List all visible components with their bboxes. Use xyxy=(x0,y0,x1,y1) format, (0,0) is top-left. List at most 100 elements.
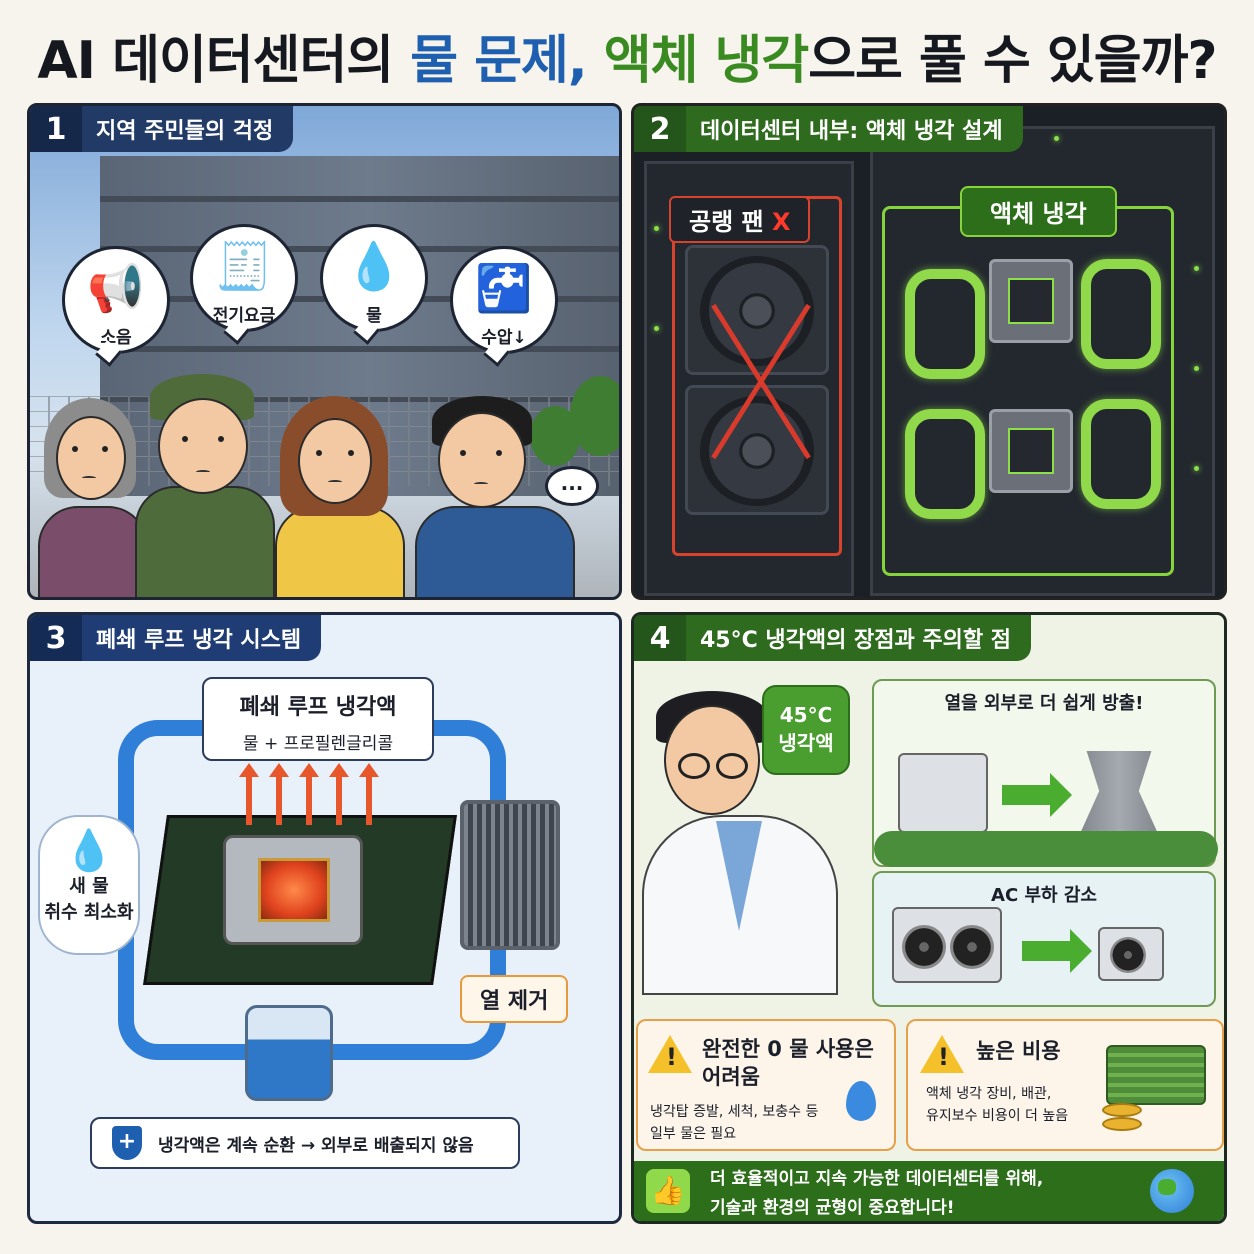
bubble-label: 소음 xyxy=(100,328,132,348)
speech-line-2: 냉각액 xyxy=(778,731,834,755)
coolant-tube xyxy=(905,409,985,519)
ac-unit-icon xyxy=(898,753,988,833)
caution-2-text-2: 유지보수 비용이 더 높음 xyxy=(926,1108,1069,1124)
close-icon: X xyxy=(771,208,791,236)
panel-2-heading: 데이터센터 내부: 액체 냉각 설계 xyxy=(700,119,1003,144)
heat-arrow-icon xyxy=(239,763,259,825)
glasses-icon xyxy=(716,753,748,779)
panel-pros-and-cautions: 4 45°C 냉각액의 장점과 주의할 점 45°C 냉각액 열을 외부로 더 … xyxy=(631,612,1227,1224)
bubble-label: 물 xyxy=(366,306,382,326)
title-part-1: AI 데이터센터의 xyxy=(37,31,411,91)
panel-3-number: 3 xyxy=(30,615,82,661)
panel-3-heading: 폐쇄 루프 냉각 시스템 xyxy=(96,628,302,653)
panel-liquid-cooling-design: 2 데이터센터 내부: 액체 냉각 설계 공랭 팬 X 액체 냉각 xyxy=(631,103,1227,600)
glasses-icon xyxy=(678,753,710,779)
panel-4-header: 4 45°C 냉각액의 장점과 주의할 점 xyxy=(634,615,1032,661)
panel-1-number: 1 xyxy=(30,106,82,152)
money-stack-icon xyxy=(1106,1045,1206,1105)
gpu-chip xyxy=(989,259,1073,343)
panel-closed-loop-system: 3 폐쇄 루프 냉각 시스템 폐쇄 루프 냉각액 물 + 프로필렌글리콜 💧 새… xyxy=(27,612,622,1224)
arrow-right-icon xyxy=(1002,773,1072,817)
coolant-tube xyxy=(1081,399,1161,509)
noise-bubble: 📢 소음 xyxy=(62,246,170,354)
liquid-cooling-label: 액체 냉각 xyxy=(960,186,1117,237)
water-intake-card: 💧 새 물 취수 최소화 xyxy=(38,815,140,955)
caution-2-text: 액체 냉각 장비, 배관, xyxy=(926,1086,1052,1102)
electric-bill-icon: 🧾 xyxy=(215,239,273,293)
cooling-tower-icon xyxy=(1081,751,1157,831)
title-highlight-water: 물 문제, xyxy=(410,31,587,91)
coin-icon xyxy=(1102,1117,1142,1131)
panel-residents-concerns: 1 지역 주민들의 걱정 📢 소음 🧾 전기요금 💧 물 🚰 수압↓ xyxy=(27,103,622,600)
panel-2-number: 2 xyxy=(634,106,686,152)
electric-bill-bubble: 🧾 전기요금 xyxy=(190,224,298,332)
caution-1-title-2: 어려움 xyxy=(702,1065,760,1089)
page-title: AI 데이터센터의 물 문제, 액체 냉각으로 풀 수 있을까? xyxy=(0,18,1254,93)
cpu-cold-plate xyxy=(223,835,363,945)
coolant-tube xyxy=(905,269,985,379)
heat-release-title: 열을 외부로 더 쉽게 방출! xyxy=(944,693,1144,714)
heat-arrow-icon xyxy=(329,763,349,825)
coolant-label: 폐쇄 루프 냉각액 물 + 프로필렌글리콜 xyxy=(202,677,434,761)
coolant-tube xyxy=(1081,259,1161,369)
warning-icon xyxy=(648,1035,692,1073)
conclusion-line-1: 더 효율적이고 지속 가능한 데이터센터를 위해, xyxy=(710,1169,1044,1189)
megaphone-icon: 📢 xyxy=(87,261,145,315)
recirculation-note-text: 냉각액은 계속 순환 → 외부로 배출되지 않음 xyxy=(158,1135,474,1156)
ac-load-card: AC 부하 감소 xyxy=(872,871,1216,1007)
panel-1-heading: 지역 주민들의 걱정 xyxy=(96,119,274,144)
caution-1-title: 완전한 0 물 사용은 xyxy=(702,1037,874,1061)
heat-arrow-icon xyxy=(359,763,379,825)
caution-2-title: 높은 비용 xyxy=(976,1039,1061,1063)
shrubs xyxy=(874,831,1218,867)
heat-removal-label: 열 제거 xyxy=(460,975,569,1023)
coolant-temp-bubble: 45°C 냉각액 xyxy=(762,685,850,775)
coin-icon xyxy=(1102,1103,1142,1117)
gpu-chip xyxy=(989,409,1073,493)
caution-high-cost: 높은 비용 액체 냉각 장비, 배관, 유지보수 비용이 더 높음 xyxy=(906,1019,1224,1151)
caution-1-text: 냉각탑 증발, 세척, 보충수 등 xyxy=(650,1104,819,1120)
tree xyxy=(530,406,580,466)
water-drop-icon: 💧 xyxy=(345,239,403,293)
title-part-4: 으로 풀 수 있을까? xyxy=(808,31,1217,91)
conclusion-banner: 👍 더 효율적이고 지속 가능한 데이터센터를 위해, 기술과 환경의 균형이 … xyxy=(634,1161,1224,1221)
air-fan-label: 공랭 팬 X xyxy=(669,196,811,243)
panel-3-header: 3 폐쇄 루프 냉각 시스템 xyxy=(30,615,322,661)
air-cooling-fan-box xyxy=(672,196,842,556)
speech-line-1: 45°C xyxy=(779,703,833,727)
small-ac-unit-icon xyxy=(1098,927,1164,981)
liquid-cooling-box xyxy=(882,206,1174,576)
bubble-label: 수압↓ xyxy=(481,328,527,348)
intake-line-2: 취수 최소화 xyxy=(44,902,134,923)
caution-1-text-2: 일부 물은 필요 xyxy=(650,1126,737,1142)
panel-4-number: 4 xyxy=(634,615,686,661)
panel-1-header: 1 지역 주민들의 걱정 xyxy=(30,106,294,152)
heat-release-card: 열을 외부로 더 쉽게 방출! xyxy=(872,679,1218,867)
faucet-icon: 🚰 xyxy=(475,261,533,315)
shield-icon: + xyxy=(112,1126,142,1160)
hot-chip xyxy=(258,858,330,922)
coolant-title: 폐쇄 루프 냉각액 xyxy=(239,695,397,720)
coolant-reservoir xyxy=(245,1005,333,1101)
globe-icon xyxy=(1150,1169,1194,1213)
title-highlight-liquid-cooling: 액체 냉각 xyxy=(586,31,809,91)
warning-icon xyxy=(920,1035,964,1073)
heat-arrow-icon xyxy=(269,763,289,825)
large-ac-unit-icon xyxy=(892,907,1002,983)
caution-zero-water: 완전한 0 물 사용은 어려움 냉각탑 증발, 세척, 보충수 등 일부 물은 … xyxy=(636,1019,896,1151)
bubble-label: 전기요금 xyxy=(212,306,276,326)
thumbs-up-icon: 👍 xyxy=(646,1169,690,1213)
ellipsis-bubble: ... xyxy=(545,466,599,506)
panel-4-heading: 45°C 냉각액의 장점과 주의할 점 xyxy=(700,628,1012,653)
recirculation-note: + 냉각액은 계속 순환 → 외부로 배출되지 않음 xyxy=(90,1117,520,1169)
water-drop-icon xyxy=(846,1081,876,1121)
air-fan-label-text: 공랭 팬 xyxy=(689,208,764,236)
conclusion-line-2: 기술과 환경의 균형이 중요합니다! xyxy=(710,1198,955,1218)
heat-arrow-icon xyxy=(299,763,319,825)
fan-icon xyxy=(685,385,829,515)
panel-2-header: 2 데이터센터 내부: 액체 냉각 설계 xyxy=(634,106,1023,152)
ac-load-title: AC 부하 감소 xyxy=(991,885,1097,906)
water-bubble: 💧 물 xyxy=(320,224,428,332)
water-pressure-bubble: 🚰 수압↓ xyxy=(450,246,558,354)
coolant-composition: 물 + 프로필렌글리콜 xyxy=(242,734,394,754)
